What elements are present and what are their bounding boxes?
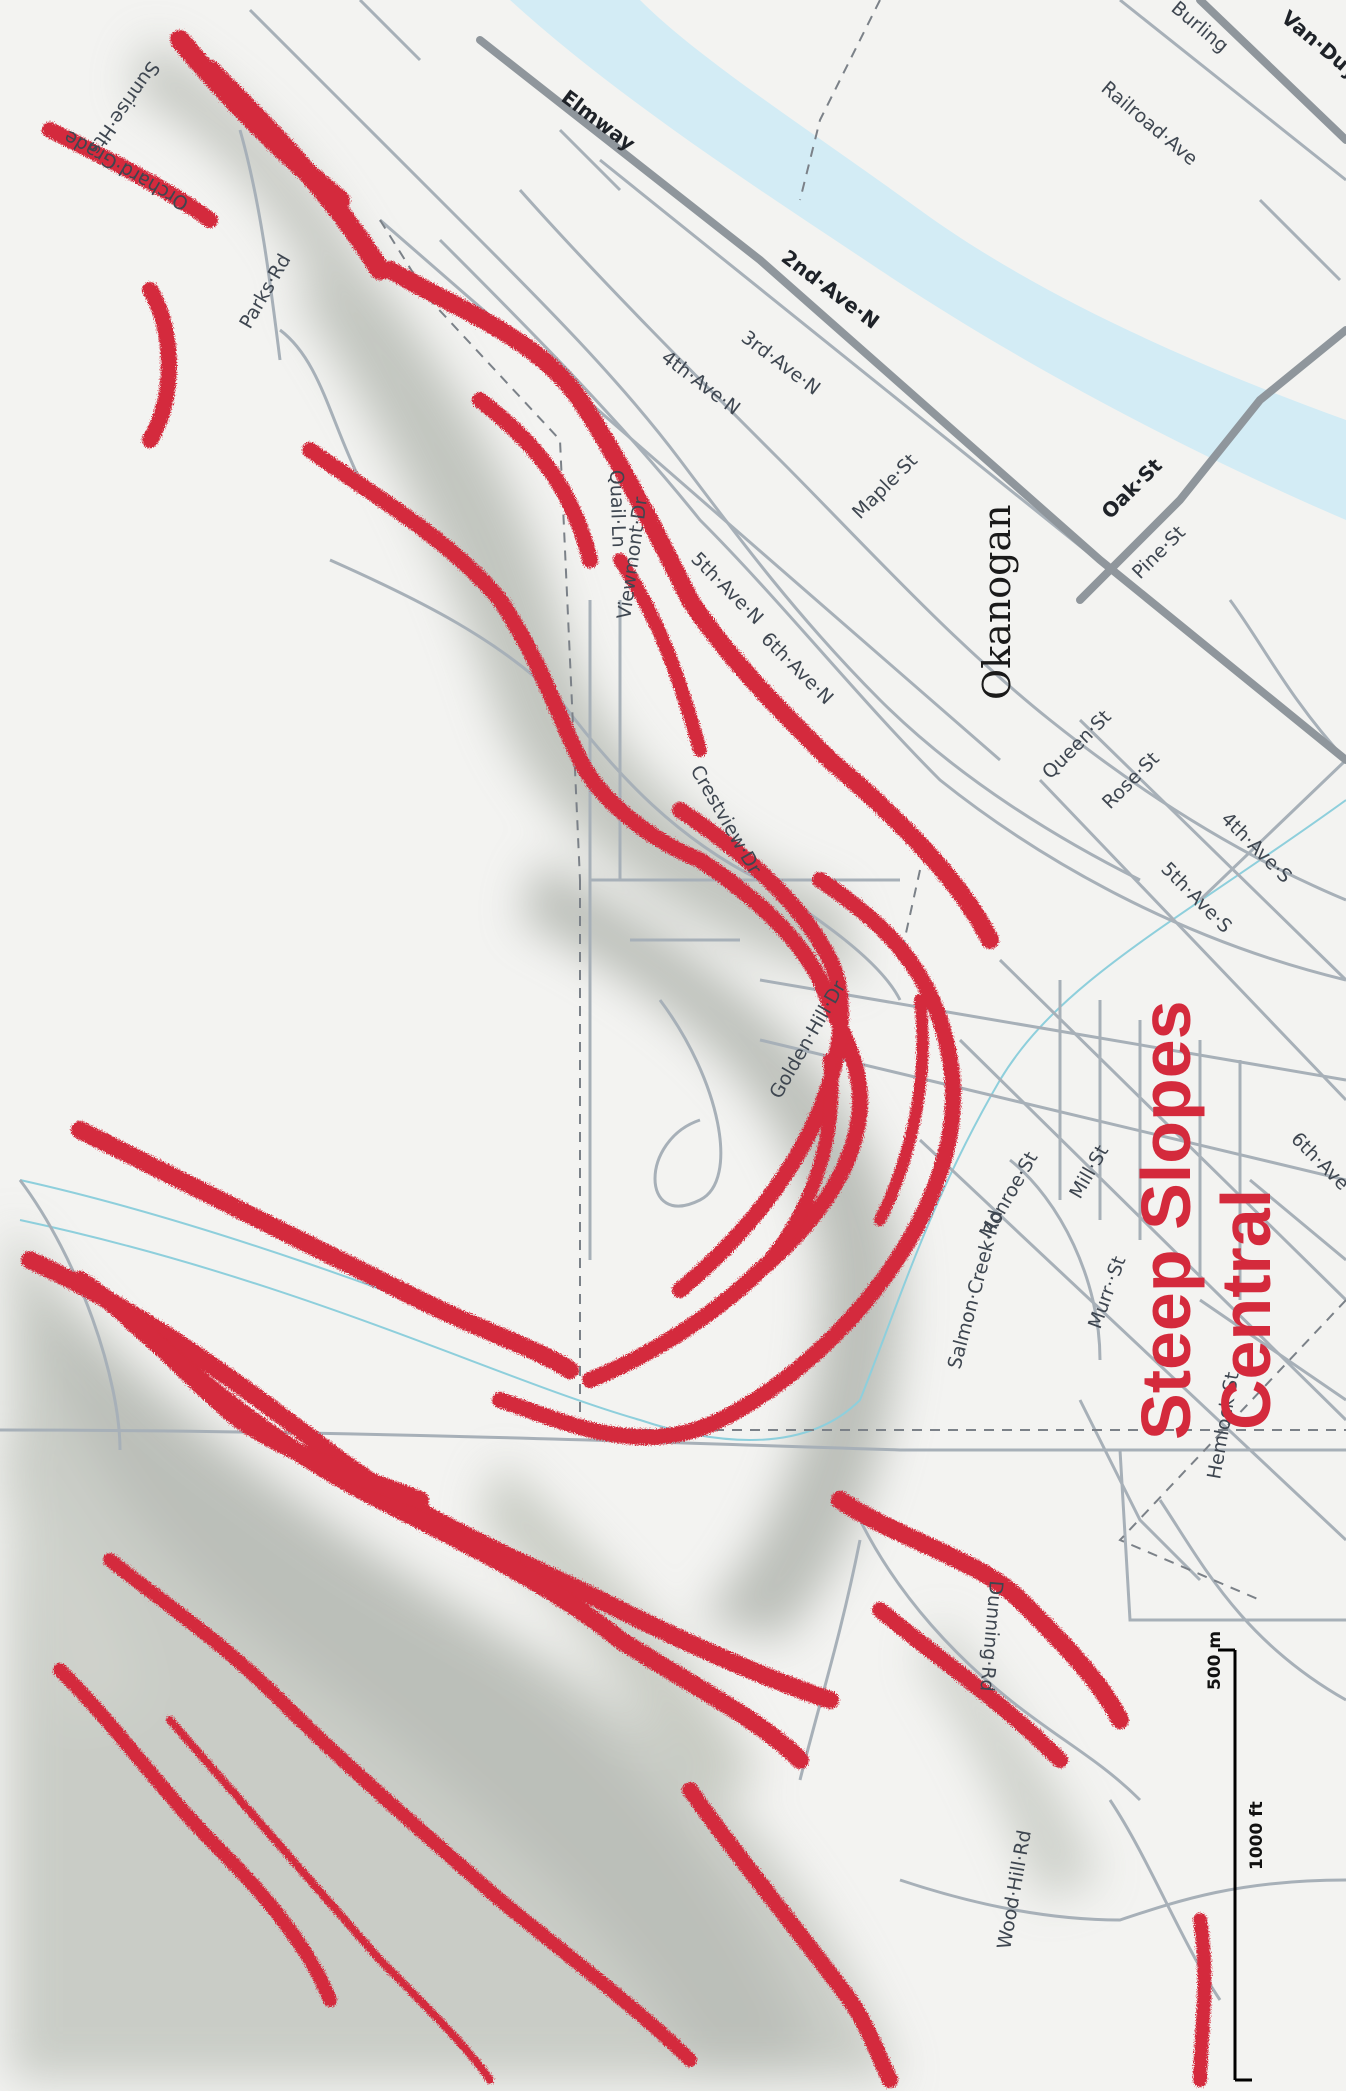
slope-line xyxy=(53,1663,337,2007)
title-line-2: Central xyxy=(1207,1189,1285,1430)
slope-line xyxy=(200,60,390,280)
slope-line xyxy=(733,1053,839,1297)
slope-line xyxy=(71,1271,429,1509)
slope-line xyxy=(103,1553,697,2067)
slope-line xyxy=(71,1121,579,1379)
street-label-quail-ln: Quail·Ln xyxy=(605,469,630,548)
scale-label-imperial: 1000 ft xyxy=(1247,1801,1267,1870)
street-grid xyxy=(0,0,1346,2001)
slope-line xyxy=(682,1782,898,2088)
slope-line xyxy=(42,122,218,228)
scale-bar: 500 m 1000 ft xyxy=(1205,1631,1267,2082)
slope-line xyxy=(166,1716,494,2084)
slope-line xyxy=(831,1491,1129,1729)
steep-slope-lines xyxy=(21,30,1212,2088)
slope-line xyxy=(613,553,707,757)
town-label-okanogan: Okanogan xyxy=(975,504,1019,700)
slope-line xyxy=(672,802,849,1298)
major-roads xyxy=(476,0,1346,764)
okanogan-river xyxy=(510,0,1346,520)
scale-label-metric: 500 m xyxy=(1205,1631,1225,1690)
slope-line xyxy=(874,994,929,1226)
slope-line xyxy=(872,1602,1068,1768)
slope-line xyxy=(142,282,177,448)
slope-line xyxy=(381,261,999,949)
slope-line xyxy=(1193,1913,1212,2087)
slope-line xyxy=(492,872,962,1446)
map-title: Steep Slopes Central xyxy=(1127,1000,1285,1440)
title-line-1: Steep Slopes xyxy=(1127,1000,1205,1440)
slope-line xyxy=(472,392,598,568)
